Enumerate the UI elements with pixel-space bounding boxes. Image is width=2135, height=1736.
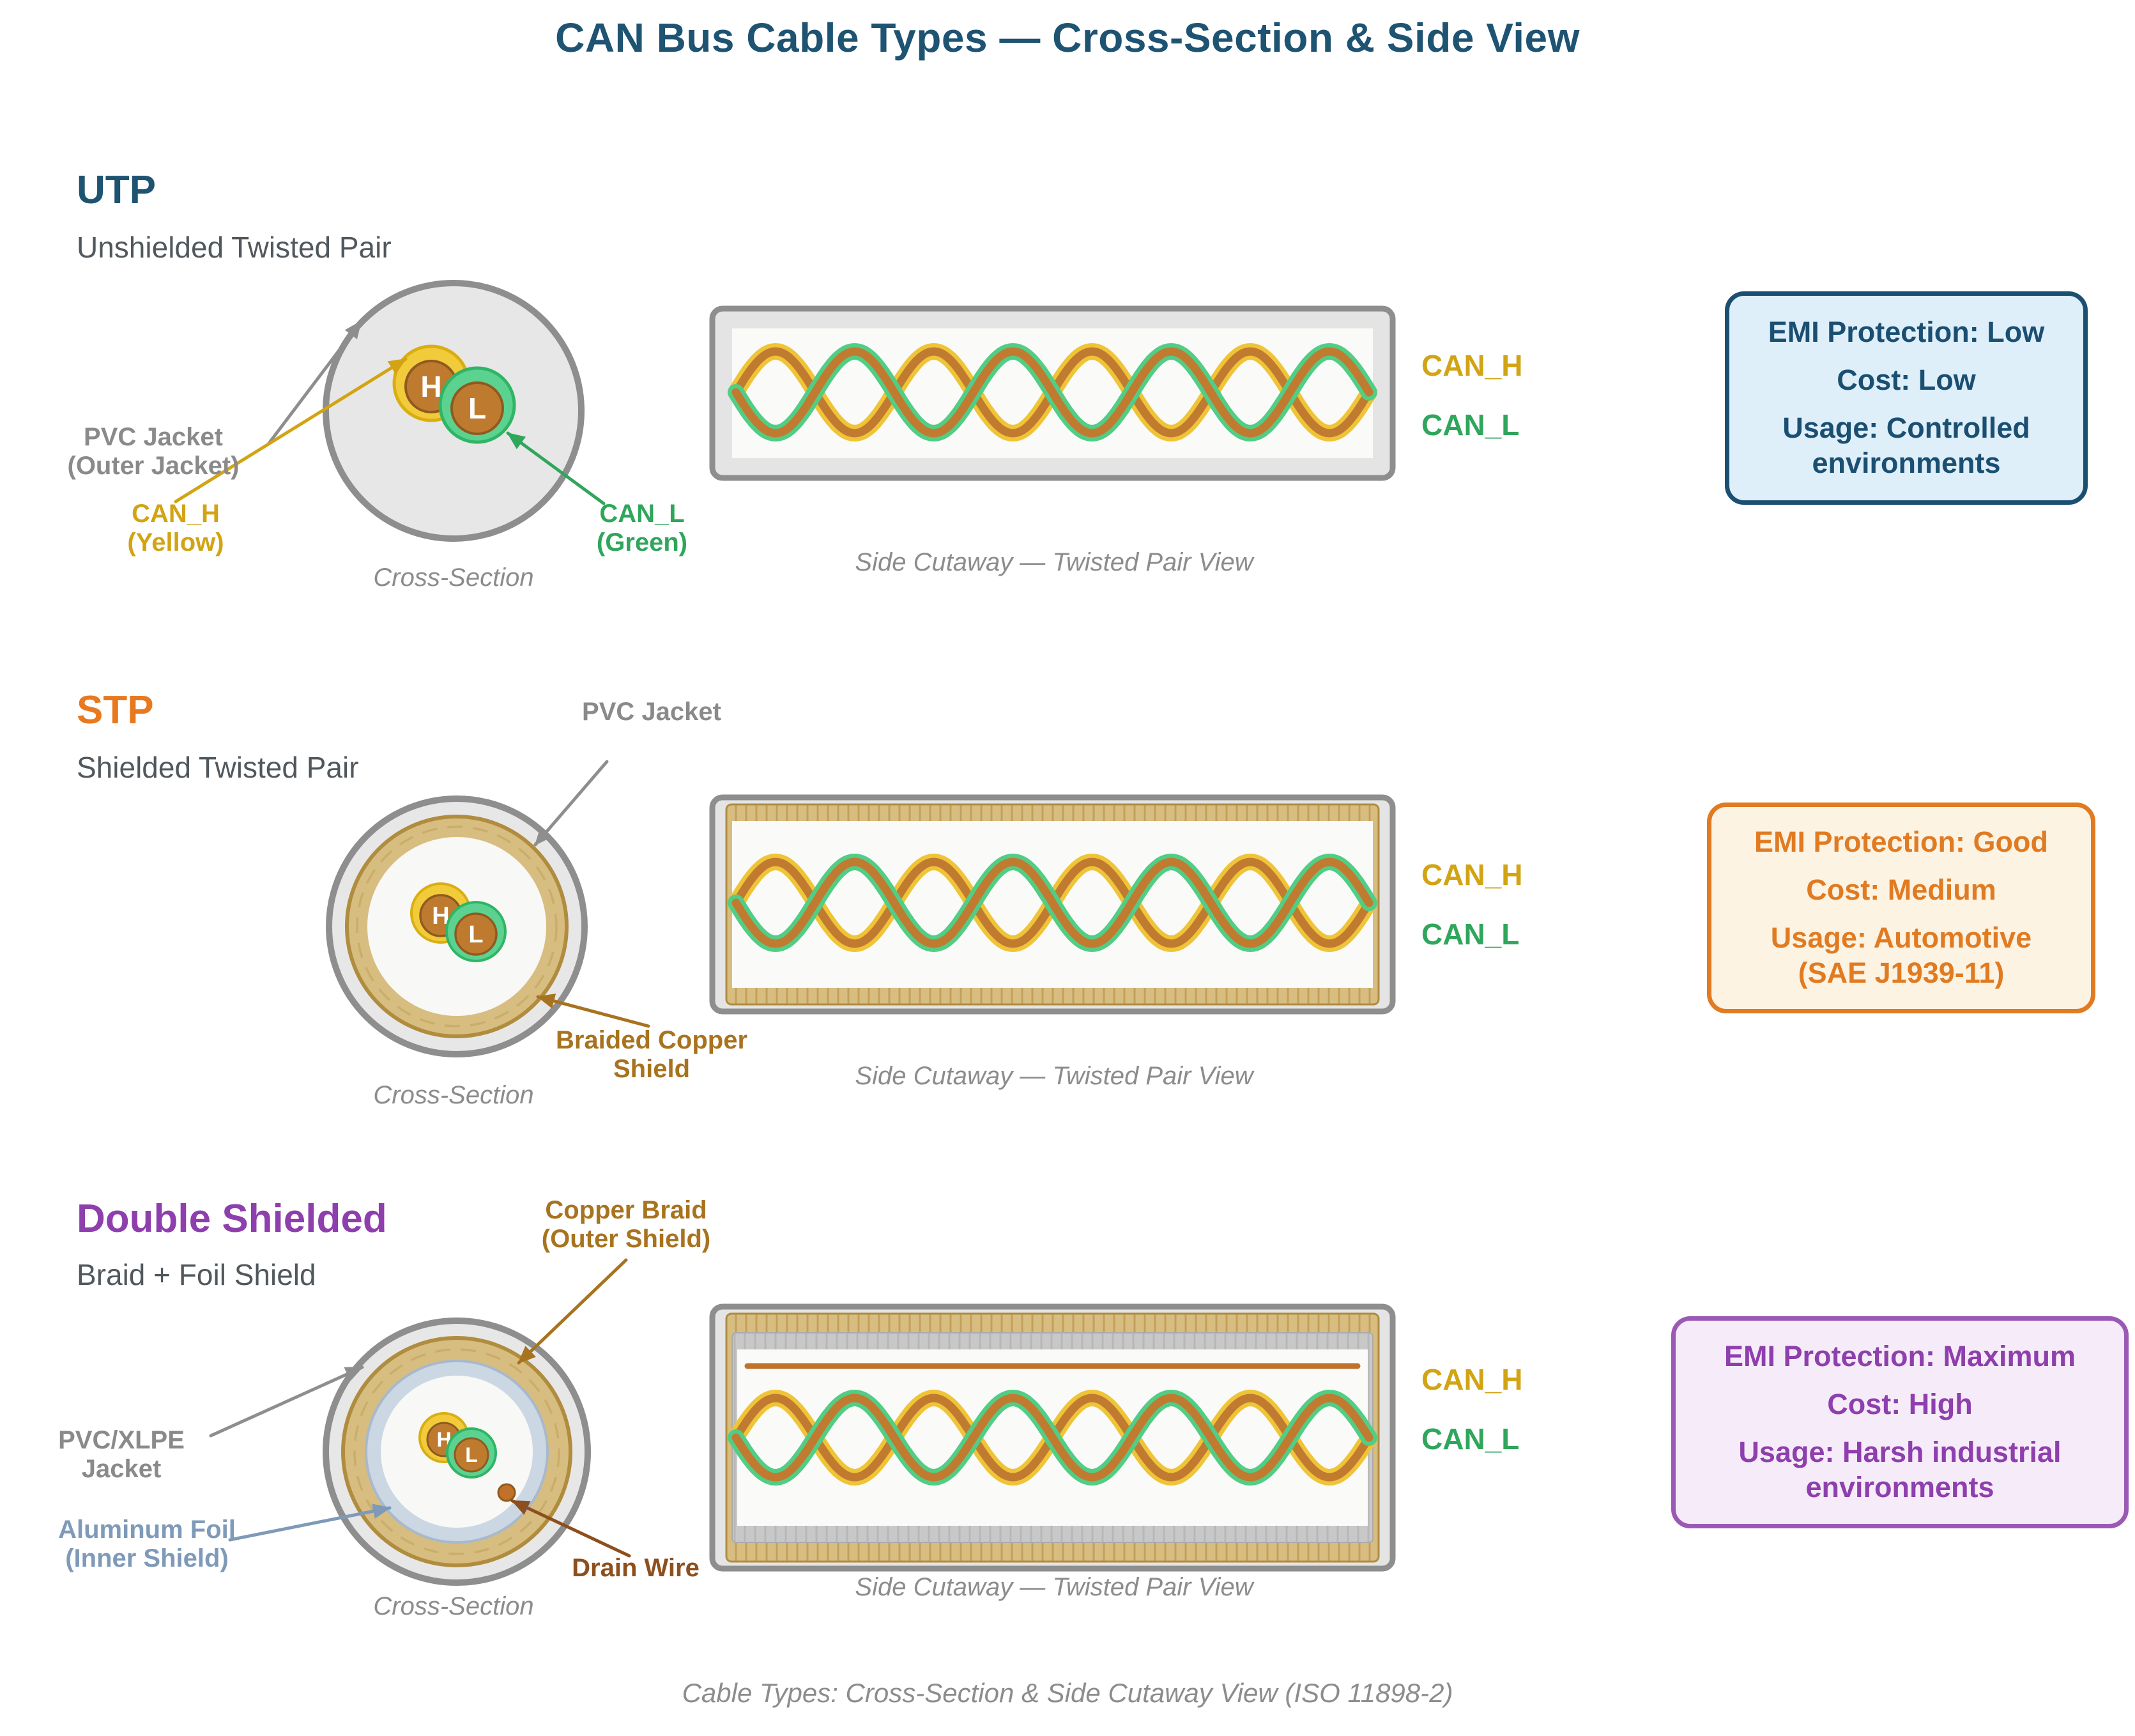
utp-canl-label-line1: CAN_L — [599, 500, 685, 528]
stp-side-cutaway — [709, 794, 1396, 1015]
utp-subtitle: Unshielded Twisted Pair — [77, 231, 392, 264]
stp-braid-dash — [356, 826, 558, 1027]
ds-wire-l-letter: L — [465, 1443, 478, 1466]
ds-info-box: EMI Protection: Maximum Cost: High Usage… — [1671, 1316, 2129, 1528]
ds-side-cutaway — [709, 1303, 1396, 1572]
stp-info-box: EMI Protection: Good Cost: Medium Usage:… — [1707, 803, 2095, 1013]
ds-info-usage: Usage: Harsh industrial environments — [1738, 1436, 2062, 1503]
ds-jacket-label-line1: PVC/XLPE — [58, 1426, 185, 1454]
ds-drain-label: Drain Wire — [572, 1554, 700, 1582]
stp-info-usage: Usage: Automotive (SAE J1939-11) — [1770, 921, 2032, 989]
utp-cross-caption: Cross-Section — [373, 564, 534, 592]
utp-wire-l: L — [438, 366, 516, 444]
ds-braid-label-line2: (Outer Shield) — [541, 1224, 711, 1253]
can-l-wave-core — [731, 1394, 1374, 1482]
ds-wire-l-core — [454, 1437, 489, 1473]
ds-braid-dash — [353, 1348, 560, 1555]
utp-jacket-label-line2: (Outer Jacket) — [67, 451, 240, 480]
ds-cross-section: H L — [323, 1317, 591, 1586]
utp-canh-label-line1: CAN_H — [132, 500, 220, 528]
stp-shield-label: Braided Copper Shield — [511, 1026, 792, 1084]
stp-shield-label-line1: Braided Copper — [555, 1026, 748, 1054]
ds-braid-label-line1: Copper Braid — [545, 1196, 707, 1224]
ds-braid-label: Copper Braid (Outer Shield) — [492, 1196, 760, 1254]
ds-subtitle: Braid + Foil Shield — [77, 1258, 316, 1291]
stp-wire-l-core — [454, 912, 498, 956]
stp-wire-l-letter: L — [468, 921, 483, 948]
page-title: CAN Bus Cable Types — Cross-Section & Si… — [555, 15, 1580, 61]
ds-foil-label-line2: (Inner Shield) — [65, 1544, 229, 1572]
ds-cross-caption: Cross-Section — [373, 1592, 534, 1620]
stp-info-cost: Cost: Medium — [1806, 873, 1996, 907]
utp-info-usage: Usage: Controlled environments — [1782, 411, 2030, 479]
ds-info-cost: Cost: High — [1827, 1388, 1973, 1421]
stp-info-emi: EMI Protection: Good — [1754, 826, 2048, 859]
utp-jacket-label-line1: PVC Jacket — [84, 423, 223, 451]
stp-shield-label-line2: Shield — [613, 1054, 691, 1083]
ds-foil-label-line1: Aluminum Foil — [58, 1516, 236, 1544]
stp-cross-caption: Cross-Section — [373, 1081, 534, 1109]
utp-heading: UTP — [77, 168, 156, 212]
utp-canl-side-label: CAN_L — [1421, 408, 1520, 442]
stp-jacket-label: PVC Jacket — [582, 698, 721, 726]
utp-side-cutaway — [709, 305, 1396, 481]
ds-canl-side-label: CAN_L — [1421, 1422, 1520, 1456]
footer-caption: Cable Types: Cross-Section & Side Cutawa… — [682, 1678, 1453, 1708]
stp-wire-l: L — [445, 901, 507, 962]
utp-info-cost: Cost: Low — [1837, 364, 1976, 397]
ds-side-caption: Side Cutaway — Twisted Pair View — [855, 1573, 1253, 1601]
utp-wire-l-letter: L — [468, 392, 486, 425]
utp-info-emi: EMI Protection: Low — [1768, 316, 2045, 349]
utp-info-box: EMI Protection: Low Cost: Low Usage: Con… — [1725, 291, 2088, 505]
utp-wire-l-core — [450, 381, 504, 435]
can-l-wave-core — [731, 857, 1374, 948]
stp-canl-side-label: CAN_L — [1421, 918, 1520, 951]
ds-canh-side-label: CAN_H — [1421, 1363, 1523, 1396]
can-l-wave-core — [731, 347, 1374, 438]
utp-canl-label: CAN_L (Green) — [543, 500, 741, 557]
stp-side-caption: Side Cutaway — Twisted Pair View — [855, 1062, 1253, 1090]
ds-drain-wire-dot — [497, 1483, 516, 1502]
stp-cross-section: H L — [326, 795, 588, 1057]
ds-jacket-label-line2: Jacket — [81, 1454, 162, 1483]
utp-canh-side-label: CAN_H — [1421, 349, 1523, 382]
utp-wire-h-letter: H — [420, 370, 441, 403]
stp-heading: STP — [77, 688, 154, 732]
ds-foil-label: Aluminum Foil (Inner Shield) — [13, 1516, 281, 1573]
utp-canh-label: CAN_H (Yellow) — [70, 500, 281, 557]
utp-canl-label-line2: (Green) — [596, 528, 688, 557]
stp-canh-side-label: CAN_H — [1421, 858, 1523, 891]
stp-subtitle: Shielded Twisted Pair — [77, 751, 359, 784]
utp-side-caption: Side Cutaway — Twisted Pair View — [855, 548, 1253, 576]
ds-info-emi: EMI Protection: Maximum — [1724, 1340, 2076, 1373]
ds-heading: Double Shielded — [77, 1197, 387, 1241]
utp-canh-label-line2: (Yellow) — [127, 528, 224, 557]
ds-wire-l: L — [446, 1427, 497, 1479]
utp-jacket-label: PVC Jacket (Outer Jacket) — [16, 423, 291, 480]
ds-jacket-label: PVC/XLPE Jacket — [26, 1426, 217, 1484]
